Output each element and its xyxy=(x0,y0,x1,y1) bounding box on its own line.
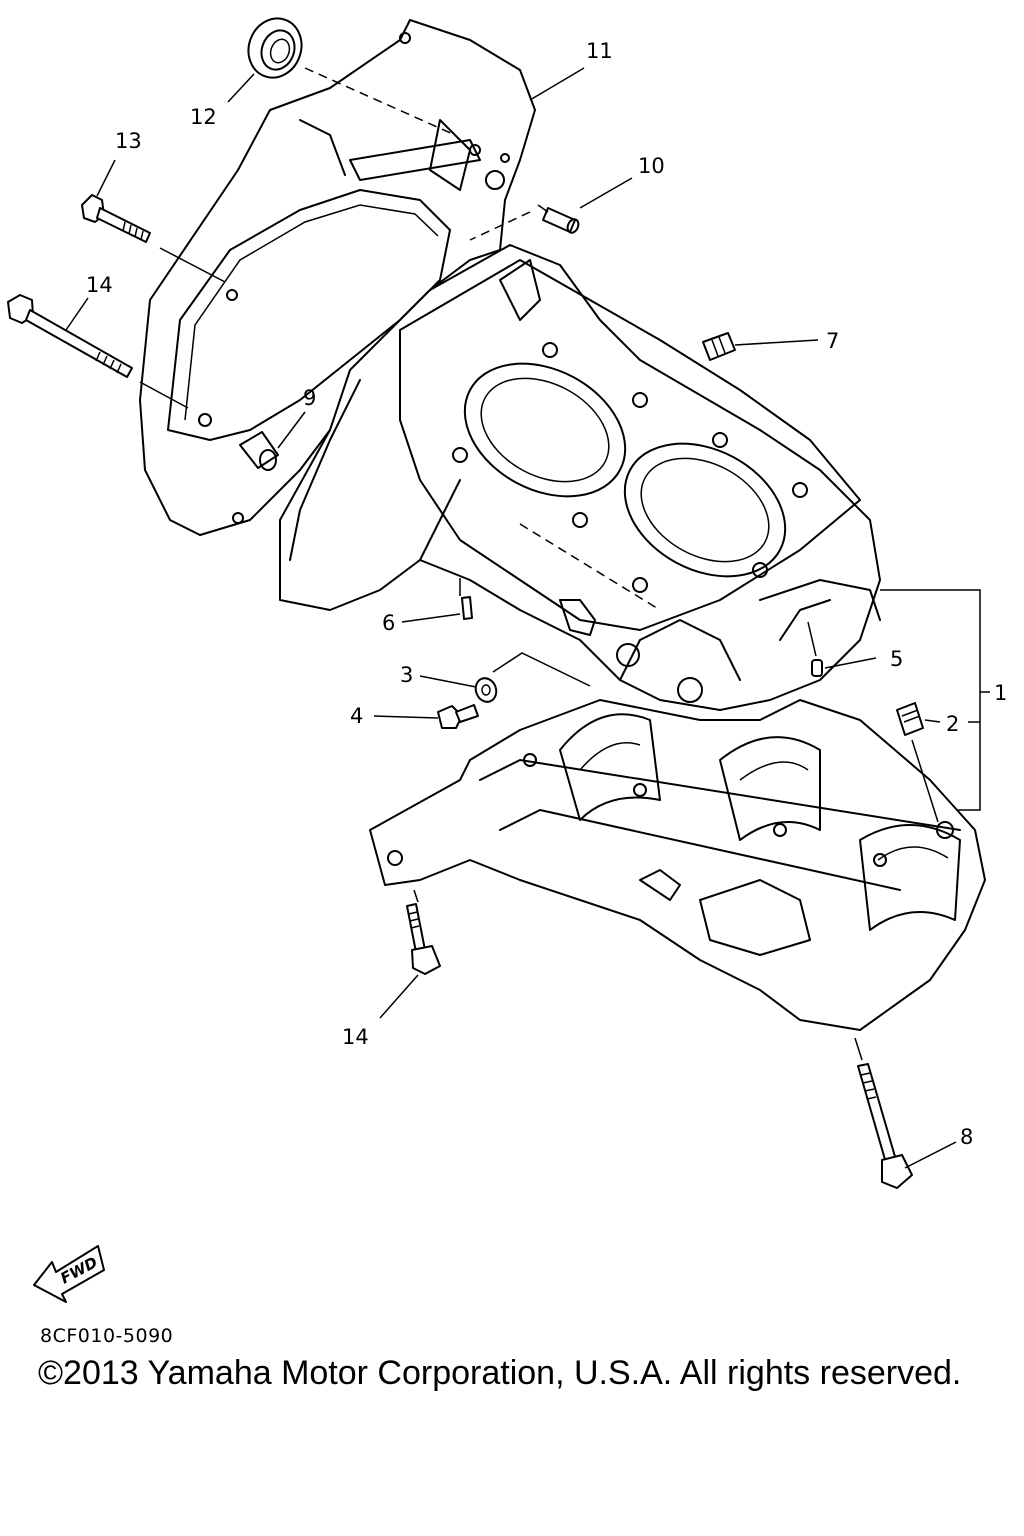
callout-4: 4 xyxy=(350,704,363,728)
callout-6: 6 xyxy=(382,611,395,635)
diagram-code: 8CF010-5090 xyxy=(40,1325,174,1347)
crankcase-upper-assembly xyxy=(279,244,881,711)
dowel-part-5 xyxy=(811,659,823,677)
washer-part-3 xyxy=(474,677,498,703)
callout-14-lower: 14 xyxy=(342,1025,369,1049)
callout-10: 10 xyxy=(638,154,665,178)
pin-part-6 xyxy=(461,596,473,620)
forward-arrow-icon: FWD xyxy=(33,1245,105,1303)
collar-part-9 xyxy=(239,431,279,471)
bolt-part-14-lower xyxy=(406,903,441,975)
oil-seal-part-12 xyxy=(247,17,303,79)
long-bolt-part-8 xyxy=(857,1063,913,1189)
callout-13: 13 xyxy=(115,129,142,153)
callout-7: 7 xyxy=(826,329,839,353)
bolt-part-13 xyxy=(81,194,151,243)
callout-2: 2 xyxy=(946,712,959,736)
callout-leader-lines xyxy=(65,67,990,1169)
copyright-notice: ©2013 Yamaha Motor Corporation, U.S.A. A… xyxy=(38,1354,962,1392)
callout-11: 11 xyxy=(586,39,613,63)
callout-14-upper: 14 xyxy=(86,273,113,297)
callout-12: 12 xyxy=(190,105,217,129)
crankcase-cover-part-11 xyxy=(139,19,536,536)
stud-part-2 xyxy=(896,702,924,736)
callout-8: 8 xyxy=(960,1125,973,1149)
callout-labels: 1 2 3 4 5 6 7 8 9 10 11 12 13 14 14 xyxy=(86,39,1007,1149)
callout-9: 9 xyxy=(303,386,316,410)
callout-5: 5 xyxy=(890,647,903,671)
bolt-part-4 xyxy=(437,704,479,729)
dowel-pin-part-10 xyxy=(542,207,580,234)
assembly-dashed-lines xyxy=(139,67,939,1061)
callout-1: 1 xyxy=(994,681,1007,705)
callout-3: 3 xyxy=(400,663,413,687)
crankcase-lower xyxy=(369,699,986,1031)
stud-part-7 xyxy=(702,332,736,361)
long-bolt-part-14-upper xyxy=(7,294,133,378)
